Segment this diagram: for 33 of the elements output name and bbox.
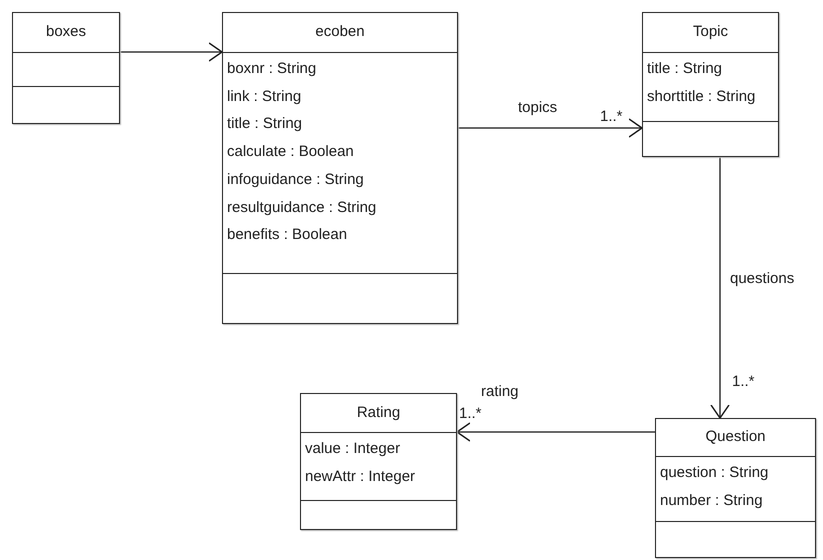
class-name: Rating — [356, 404, 402, 422]
edge-label: topics — [518, 99, 558, 117]
class-name: Question — [704, 428, 767, 446]
attribute-text: number : String — [660, 490, 763, 511]
association-arrow — [120, 42, 223, 62]
attribute-text: shorttitle : String — [647, 86, 756, 107]
multiplicity-label: 1..* — [459, 405, 482, 423]
class-box — [642, 12, 779, 157]
attribute-text: title : String — [227, 114, 302, 134]
class-name: ecoben — [314, 23, 366, 41]
attribute-text: newAttr : Integer — [305, 466, 416, 487]
association-arrow — [710, 157, 730, 419]
attribute-text: question : String — [660, 463, 768, 483]
class-name: boxes — [44, 23, 88, 41]
edge-label: rating — [481, 383, 519, 401]
attribute-text: calculate : Boolean — [227, 142, 354, 162]
association-arrow — [456, 422, 655, 442]
attribute-text: boxnr : String — [227, 59, 316, 79]
attribute-text: resultguidance : String — [227, 198, 376, 218]
edge-label: questions — [730, 270, 794, 288]
attribute-text: benefits : Boolean — [227, 225, 348, 246]
class-name: Topic — [692, 23, 730, 41]
attribute-text: value : Integer — [305, 439, 400, 459]
attribute-text: title : String — [647, 59, 722, 79]
multiplicity-label: 1..* — [600, 108, 623, 126]
attribute-text: link : String — [227, 86, 302, 107]
multiplicity-label: 1..* — [732, 373, 755, 391]
class-box — [12, 12, 120, 124]
class-box — [222, 12, 458, 324]
association-arrow — [458, 118, 643, 138]
class-box — [655, 418, 816, 558]
attribute-text: infoguidance : String — [227, 170, 364, 190]
class-box — [300, 393, 457, 530]
